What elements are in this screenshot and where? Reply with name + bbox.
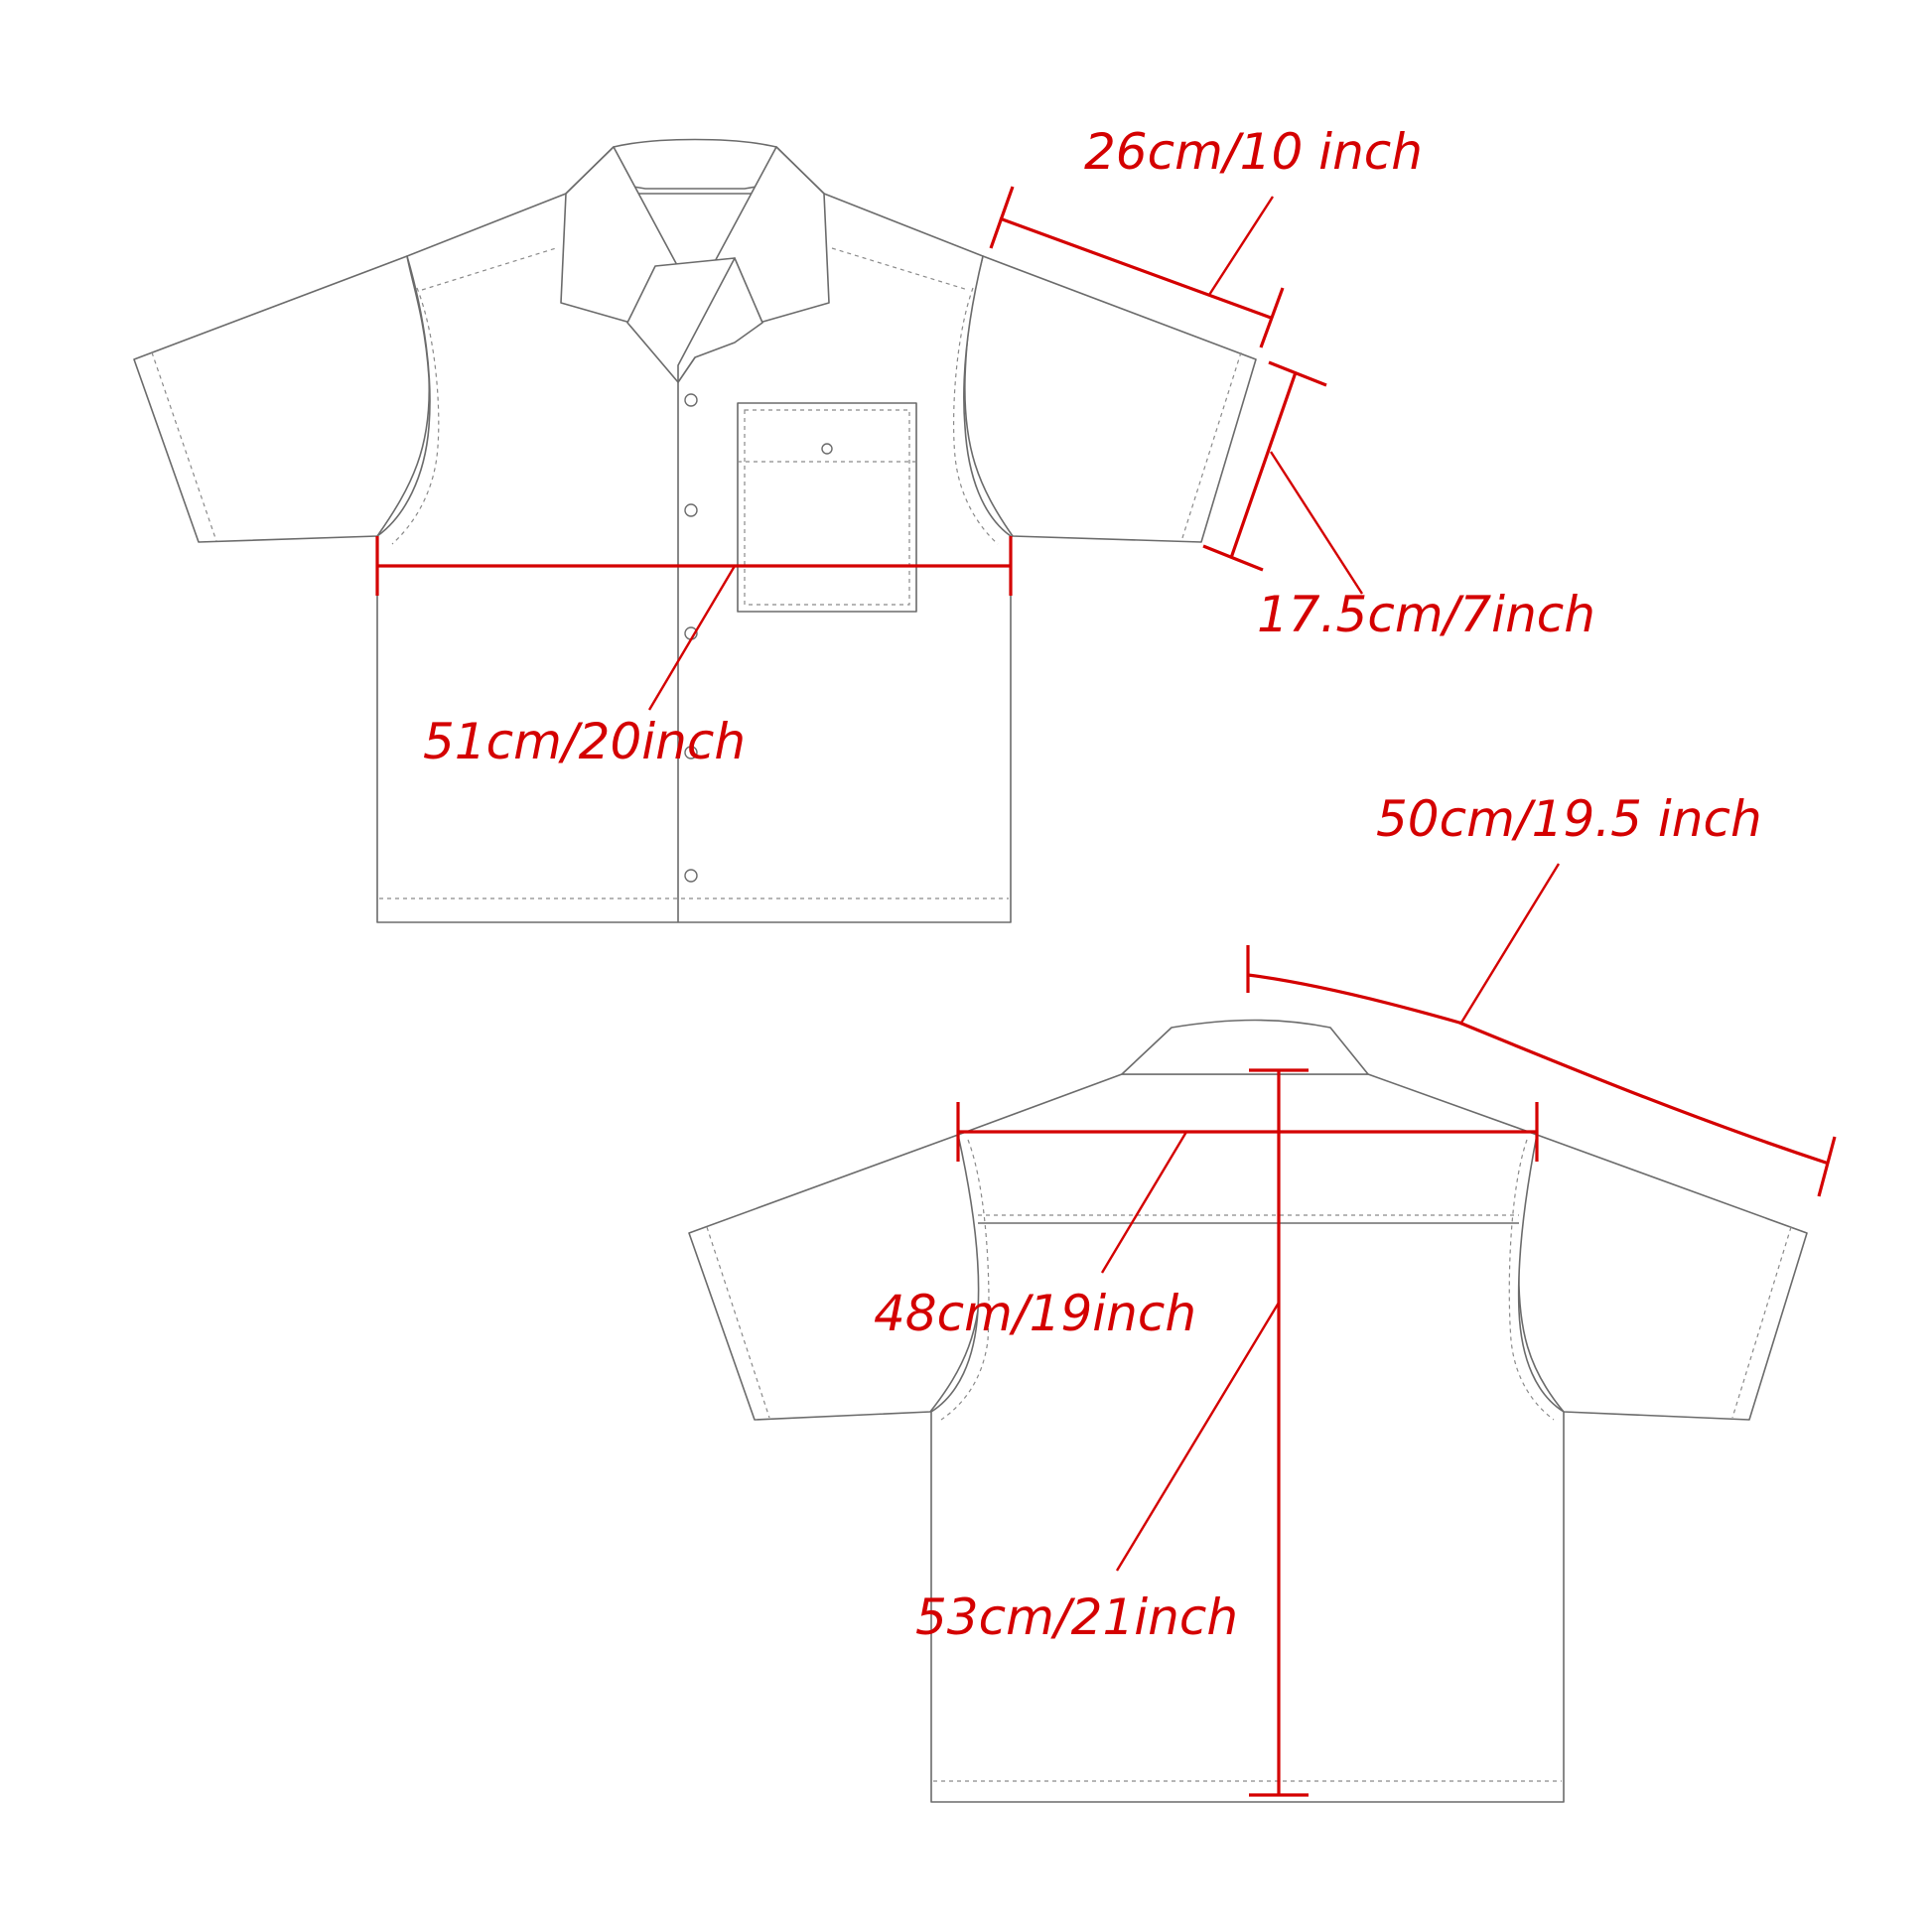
shoulder-label: 26cm/10 inch <box>1084 123 1423 181</box>
front-button <box>684 503 698 517</box>
sleeve-length-measurement <box>1246 863 1837 1197</box>
chest-width-measurement <box>375 536 1013 711</box>
front-left-armhole-seam <box>391 287 440 545</box>
back-right-armhole-seam <box>1508 1139 1555 1421</box>
front-right-lapel <box>677 257 763 383</box>
front-right-sleeve <box>964 255 1257 543</box>
back-left-armhole-seam <box>940 1139 990 1421</box>
back-body <box>930 1073 1565 1803</box>
back-right-sleeve <box>1517 1134 1808 1421</box>
back-width-label: 48cm/19inch <box>874 1285 1196 1342</box>
front-left-sleeve <box>133 255 431 543</box>
back-left-sleeve-hem <box>706 1226 770 1419</box>
chest-width-label: 51cm/20inch <box>423 713 746 770</box>
sleeve-opening-label: 17.5cm/7inch <box>1257 586 1595 643</box>
shirt-back-view <box>688 1019 1808 1803</box>
front-button <box>684 869 698 883</box>
sleeve-length-label: 50cm/19.5 inch <box>1376 790 1762 848</box>
pocket-button <box>821 443 833 455</box>
front-right-sleeve-hem <box>1180 351 1242 542</box>
front-button <box>684 746 698 759</box>
shirt-front-view <box>133 138 1257 923</box>
body-length-label: 53cm/21inch <box>915 1588 1238 1646</box>
shoulder-measurement <box>989 186 1285 348</box>
chest-pocket <box>737 402 917 613</box>
sleeve-opening-measurement <box>1202 360 1364 595</box>
back-width-measurement <box>956 1102 1539 1274</box>
body-length-measurement <box>1115 1068 1309 1797</box>
front-button <box>684 393 698 407</box>
back-collar <box>1121 1019 1369 1075</box>
front-left-sleeve-hem <box>151 351 217 542</box>
front-right-armhole-seam <box>952 287 999 545</box>
back-right-sleeve-hem <box>1731 1226 1792 1419</box>
back-left-sleeve <box>688 1134 982 1421</box>
